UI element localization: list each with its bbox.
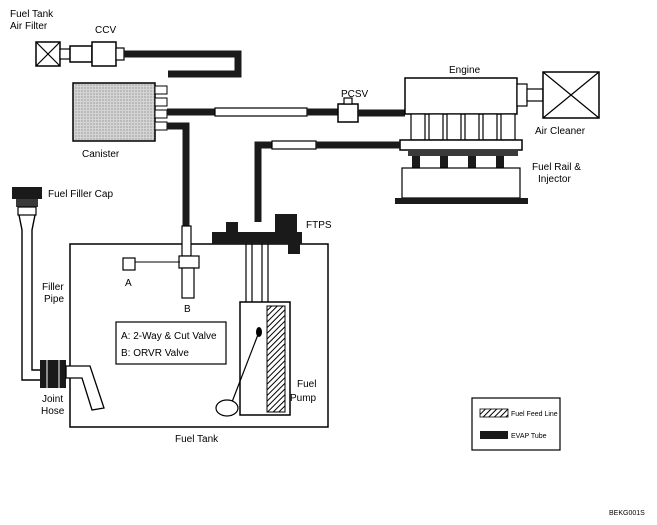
fuel-filler-cap [12, 187, 42, 216]
figure-code: BEKG001S [609, 510, 645, 517]
valve-legend-box [115, 321, 227, 365]
fuel-tank-air-filter [35, 41, 61, 67]
fuel-rail-label-1: Fuel Rail & [532, 162, 581, 173]
two-way-cut-valve [122, 257, 180, 271]
ccv-label: CCV [95, 25, 116, 36]
tank-top-fittings [212, 214, 302, 254]
evap-tube-canister-pcsv-clear [214, 107, 308, 117]
valve-legend-a: A: 2-Way & Cut Valve [121, 331, 217, 342]
fuel-pump [215, 244, 291, 417]
fuel-tank-air-filter-label-2: Air Filter [10, 21, 48, 32]
filler-pipe-label-2: Pipe [44, 294, 64, 305]
evap-tube-canister-tank [167, 122, 190, 226]
joint-hose-label-1: Joint [42, 394, 63, 405]
filler-pipe-label-1: Filler [42, 282, 64, 293]
pcsv-label: PCSV [341, 89, 369, 100]
fuel-tank-air-filter-label-1: Fuel Tank [10, 9, 54, 20]
ccv-valve [59, 41, 125, 67]
canister-ports [154, 85, 168, 131]
valve-a-label: A [125, 278, 132, 289]
legend-fuel-feed-line: Fuel Feed Line [511, 411, 558, 418]
legend-evap-tube: EVAP Tube [511, 433, 547, 440]
line-legend-box [471, 397, 561, 451]
valve-legend-b: B: ORVR Valve [121, 348, 189, 359]
engine [404, 77, 544, 141]
fuel-rail [395, 139, 528, 204]
evap-tube-swatch [480, 431, 508, 439]
fuel-feed-line-swatch [479, 408, 509, 418]
fuel-filler-cap-label: Fuel Filler Cap [48, 189, 113, 200]
air-cleaner [542, 71, 600, 119]
fuel-rail-label-2: Injector [538, 174, 571, 185]
air-cleaner-label: Air Cleaner [535, 126, 586, 137]
filler-pipe [18, 214, 40, 381]
evap-tube-ccv-canister [124, 50, 242, 78]
valve-b-label: B [184, 304, 191, 315]
canister [72, 82, 156, 142]
fuel-feed-line-pump-rail [254, 141, 272, 222]
fuel-pump-label-2: Pump [290, 393, 317, 404]
canister-label: Canister [82, 149, 120, 160]
fuel-tank-label: Fuel Tank [175, 434, 219, 445]
ftps-label: FTPS [306, 220, 332, 231]
engine-label: Engine [449, 65, 481, 76]
fuel-feed-line-clear-section [271, 140, 317, 150]
pcsv-valve [337, 97, 359, 123]
fuel-pump-label-1: Fuel [297, 379, 316, 390]
joint-hose [40, 360, 105, 411]
orvr-valve [178, 225, 200, 299]
joint-hose-label-2: Hose [41, 406, 65, 417]
